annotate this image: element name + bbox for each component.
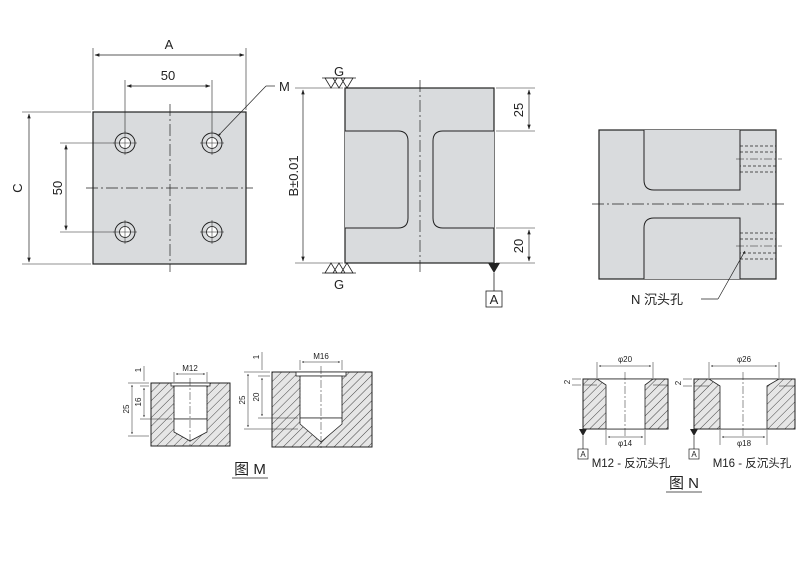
m16-depth-20: 20: [252, 392, 261, 401]
m12-depth-16: 16: [134, 397, 143, 406]
figure-N-m12-section: φ20 φ14 2 A M12 - 反沉头孔: [563, 355, 671, 470]
dim-C-label: C: [10, 183, 25, 192]
hole-bottom-left: [113, 220, 137, 244]
figure-M-m16-section: M16 25 20 1: [238, 352, 373, 448]
dimension-C: C: [10, 111, 91, 265]
side-view-pocket-top: [643, 130, 741, 191]
hole-bottom-right: [200, 220, 224, 244]
dimension-B: B±0.01: [286, 87, 343, 264]
n-datum-right: A: [691, 450, 697, 459]
dim-50-h-label: 50: [161, 68, 175, 83]
dimension-A: A: [92, 37, 247, 110]
n-caption-m16: M16 - 反沉头孔: [713, 457, 792, 470]
hole-top-right: [200, 131, 224, 155]
top-view: A 50 C 50 M: [10, 37, 290, 272]
side-view: N 沉头孔: [592, 129, 784, 307]
front-view-pocket-right: [432, 130, 494, 229]
n-dia-20: φ20: [618, 355, 633, 364]
figure-M-label: 图 M: [234, 461, 266, 478]
figure-M-caption: 图 M: [232, 461, 268, 479]
dimension-50-vertical: 50: [50, 142, 114, 233]
leader-N-label: N 沉头孔: [631, 292, 683, 307]
dimension-25: 25: [496, 87, 535, 132]
m12-thread-label: M12: [182, 364, 198, 373]
front-view: G G B±0.01 25 20: [286, 64, 535, 308]
surface-G-bottom: G: [322, 262, 356, 292]
hole-top-left: [113, 131, 137, 155]
side-view-pocket-bottom: [643, 217, 741, 279]
m12-depth-25: 25: [122, 404, 131, 413]
n-datum-left: A: [580, 450, 586, 459]
m16-depth-1: 1: [252, 354, 261, 359]
side-view-hidden-hole-bottom: [736, 232, 782, 260]
dim-B-label: B±0.01: [286, 155, 301, 196]
front-view-pocket-left: [345, 130, 409, 229]
surface-G-top-label: G: [334, 64, 344, 79]
leader-M: M: [217, 79, 290, 137]
n-depth-2-left: 2: [563, 379, 572, 384]
datum-A: A: [485, 263, 503, 308]
leader-N: N 沉头孔: [631, 250, 746, 307]
m16-depth-25: 25: [238, 395, 247, 404]
dimension-20: 20: [496, 227, 535, 264]
figure-N-caption: 图 N: [666, 475, 702, 493]
n-depth-2-right: 2: [674, 380, 683, 385]
figure-M-m12-section: M12 25 16 1: [122, 364, 231, 448]
dim-25-label: 25: [511, 103, 526, 117]
dim-20-label: 20: [511, 239, 526, 253]
n-dia-18: φ18: [737, 439, 752, 448]
n-dia-14: φ14: [618, 439, 633, 448]
dimension-50-horizontal: 50: [124, 68, 213, 132]
dim-A-label: A: [165, 37, 174, 52]
n-dia-26: φ26: [737, 355, 752, 364]
figure-N-label: 图 N: [669, 475, 699, 492]
m16-thread-label: M16: [313, 352, 329, 361]
surface-G-top: G: [322, 64, 356, 89]
side-view-hidden-hole-top: [736, 145, 782, 173]
leader-M-label: M: [279, 79, 290, 94]
surface-G-bottom-label: G: [334, 277, 344, 292]
n-caption-m12: M12 - 反沉头孔: [592, 457, 671, 470]
figure-N-m16-section: φ26 φ18 2 A M16 - 反沉头孔: [674, 355, 796, 470]
m12-depth-1: 1: [134, 367, 143, 372]
dim-50-v-label: 50: [50, 181, 65, 195]
datum-A-label: A: [490, 292, 499, 307]
